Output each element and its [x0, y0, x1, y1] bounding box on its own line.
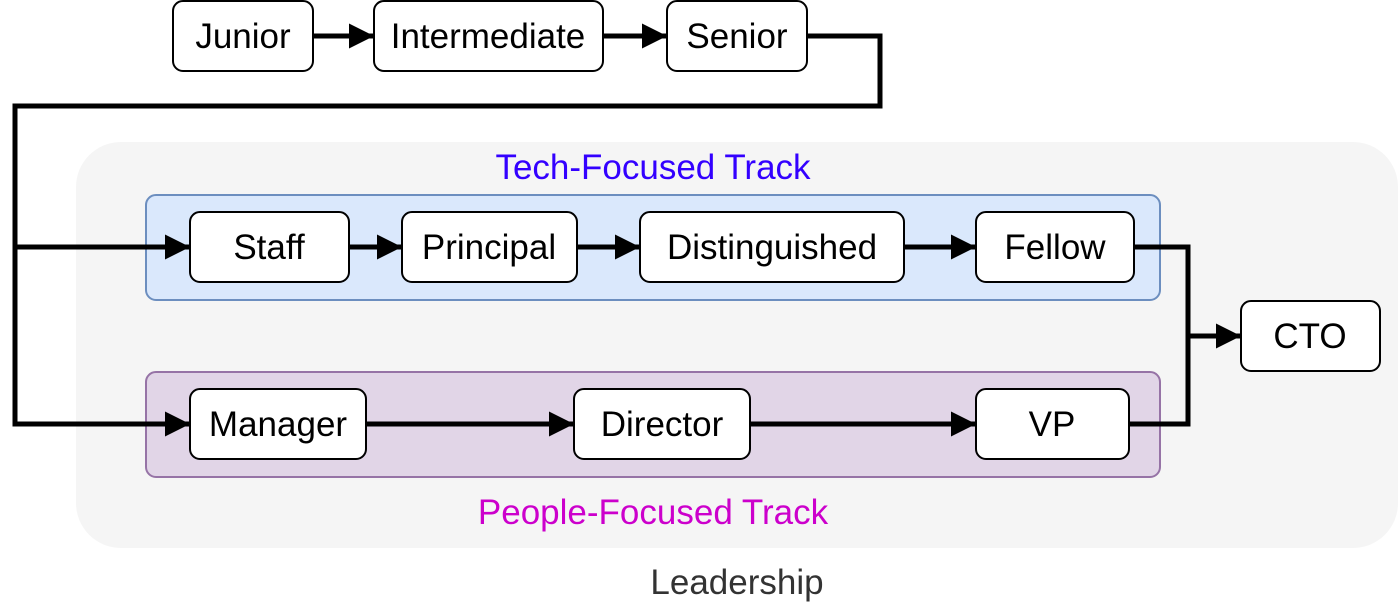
node-staff: Staff: [189, 211, 350, 283]
node-intermediate: Intermediate: [373, 0, 604, 72]
node-distinguished: Distinguished: [639, 211, 905, 283]
node-director-label: Director: [601, 405, 724, 444]
node-principal: Principal: [401, 211, 578, 283]
edge-senior-manager: [12, 247, 190, 437]
node-manager-label: Manager: [209, 405, 347, 444]
node-manager: Manager: [189, 388, 367, 460]
node-vp-label: VP: [1029, 405, 1076, 444]
leadership-label: Leadership: [650, 563, 823, 602]
node-cto: CTO: [1240, 300, 1381, 372]
node-junior: Junior: [172, 0, 314, 72]
node-director: Director: [573, 388, 751, 460]
node-staff-label: Staff: [233, 228, 305, 267]
edge-senior-staff: [12, 33, 883, 260]
node-distinguished-label: Distinguished: [667, 228, 877, 267]
nodes: Junior Intermediate Senior Staff Princip…: [172, 0, 1381, 460]
node-junior-label: Junior: [195, 17, 291, 56]
node-senior: Senior: [666, 0, 808, 72]
edge-vp-cto: [1129, 336, 1191, 427]
edge-fellow-cto: [1134, 244, 1241, 349]
node-fellow: Fellow: [975, 211, 1135, 283]
people-track-label: People-Focused Track: [478, 493, 829, 532]
node-senior-label: Senior: [686, 17, 788, 56]
node-principal-label: Principal: [422, 228, 556, 267]
node-intermediate-label: Intermediate: [391, 17, 586, 56]
node-vp: VP: [975, 388, 1130, 460]
edges: [12, 23, 1241, 437]
tech-track-label: Tech-Focused Track: [495, 148, 811, 187]
node-fellow-label: Fellow: [1004, 228, 1106, 267]
node-cto-label: CTO: [1273, 317, 1346, 356]
